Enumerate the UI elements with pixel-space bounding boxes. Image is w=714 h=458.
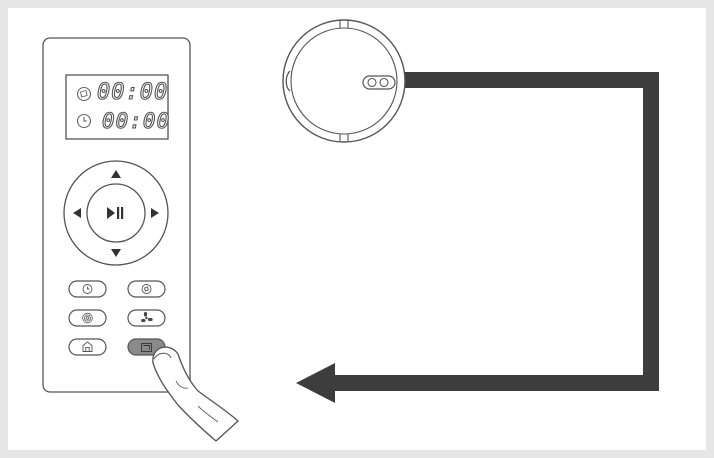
spot-clean-button[interactable] [68,309,107,327]
diagram-canvas [42,19,659,442]
fan-icon [141,311,153,323]
edge-clean-icon [141,343,152,352]
play-pause-button[interactable] [86,183,146,243]
robot-vacuum [282,19,406,143]
home-dock-icon [82,341,93,352]
schedule-button[interactable] [68,280,107,298]
lcd-display [65,74,169,140]
illustration-frame: 00:00 00:00 [8,8,706,450]
home-dock-button[interactable] [68,338,107,356]
clock-readout: 00:00 [101,109,171,133]
path-arrowhead [296,363,335,403]
arrow-up-icon[interactable] [111,170,121,178]
cleaning-path [332,72,659,391]
spot-clean-icon [82,312,93,324]
arrow-right-icon[interactable] [151,208,159,218]
cleaning-mode-icon [76,86,92,102]
pressing-finger [152,346,239,442]
timer-readout: 00:00 [96,80,169,105]
fan-button[interactable] [127,309,166,327]
mode-button[interactable] [127,280,166,298]
play-pause-icon [107,207,124,219]
clock-icon [76,113,92,129]
mode-icon [141,284,152,294]
schedule-clock-icon [82,284,93,294]
arrow-down-icon[interactable] [111,249,121,257]
arrow-left-icon[interactable] [73,208,81,218]
